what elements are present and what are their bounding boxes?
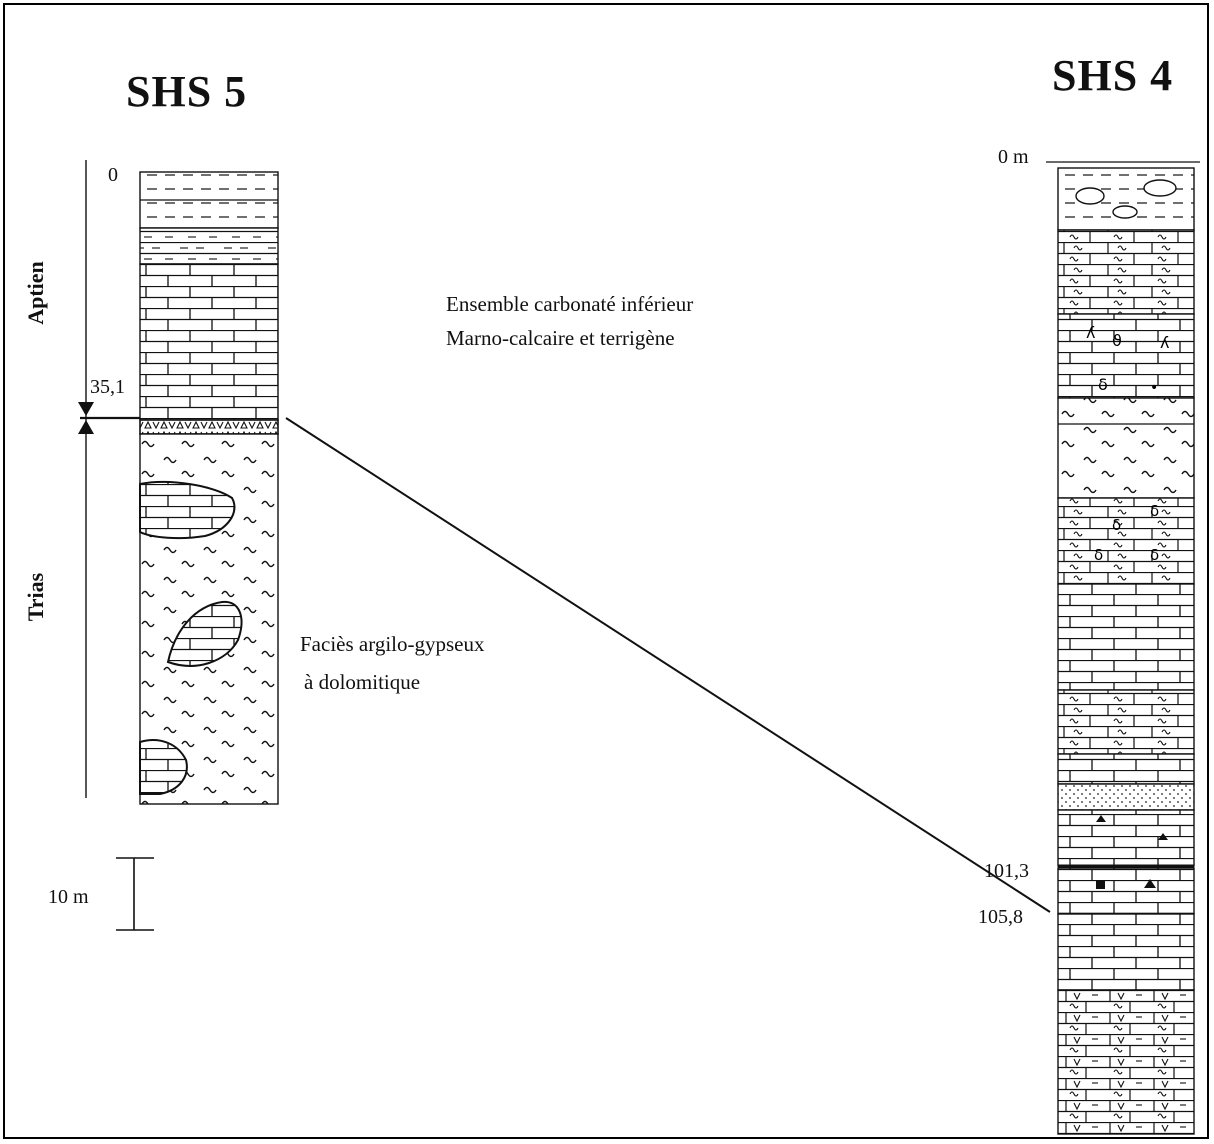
bed-limestone bbox=[139, 263, 279, 421]
column-title-shs5: SHS 5 bbox=[126, 67, 248, 116]
bed-fossil-limestone-2 bbox=[1057, 497, 1195, 585]
upper-unit-title: Ensemble carbonaté inférieur bbox=[446, 292, 694, 316]
svg-text:δ: δ bbox=[1098, 375, 1108, 394]
depth-label-contact-shs5: 35,1 bbox=[90, 376, 125, 398]
bed-breccia-contact bbox=[139, 419, 279, 435]
dolomite-lens-3 bbox=[139, 739, 188, 795]
bed-marker-interval bbox=[1057, 867, 1195, 915]
depth-marker-upper: 101,3 bbox=[984, 860, 1029, 882]
depth-marker-lower: 105,8 bbox=[978, 906, 1023, 928]
dolomite-lens-2 bbox=[166, 600, 243, 667]
svg-text:δ: δ bbox=[1150, 502, 1159, 520]
bed-chert-limestone bbox=[1057, 809, 1195, 867]
svg-text:ϑ: ϑ bbox=[1112, 331, 1122, 350]
column-title-shs4: SHS 4 bbox=[1052, 51, 1174, 100]
correlation-line bbox=[285, 417, 1051, 913]
bed-massive-limestone bbox=[1057, 583, 1195, 691]
dolomite-lens-1 bbox=[139, 481, 236, 540]
scale-bar bbox=[116, 857, 154, 931]
svg-text:δ: δ bbox=[1112, 516, 1121, 534]
column-shs4: ʎ ϑ ʎ δ • δ δ δ δ bbox=[1046, 161, 1200, 1135]
contact-marker-down bbox=[78, 402, 94, 416]
depth-label-top-shs5: 0 bbox=[108, 164, 118, 186]
bed-wavy-limestone-1 bbox=[1057, 229, 1195, 315]
column-shs5 bbox=[78, 160, 279, 931]
lower-facies-line1: Faciès argilo-gypseux bbox=[300, 632, 485, 656]
stage-label-aptien: Aptien bbox=[23, 261, 48, 325]
svg-text:δ: δ bbox=[1094, 546, 1103, 564]
stage-label-trias: Trias bbox=[23, 572, 48, 622]
contact-marker-up bbox=[78, 420, 94, 434]
bed-marly-limestone bbox=[139, 227, 279, 265]
bed-marl-wavy bbox=[1057, 397, 1195, 499]
bed-wavy-limestone-2 bbox=[1057, 689, 1195, 755]
depth-label-top-shs4: 0 m bbox=[998, 146, 1029, 168]
bed-evaporitic-dolomite bbox=[1057, 989, 1195, 1135]
bed-fossil-limestone-1 bbox=[1057, 313, 1195, 399]
lower-facies-line2: à dolomitique bbox=[304, 670, 421, 694]
bed-sandstone bbox=[1057, 783, 1195, 811]
svg-text:ʎ: ʎ bbox=[1160, 333, 1169, 352]
bed-lower-limestone bbox=[1057, 913, 1195, 991]
svg-text:•: • bbox=[1150, 380, 1158, 396]
scale-bar-label: 10 m bbox=[48, 886, 89, 908]
svg-text:ʎ: ʎ bbox=[1086, 323, 1095, 342]
svg-text:δ: δ bbox=[1150, 546, 1159, 564]
upper-unit-subtitle: Marno-calcaire et terrigène bbox=[446, 326, 675, 350]
bed-limestone-3 bbox=[1057, 753, 1195, 785]
